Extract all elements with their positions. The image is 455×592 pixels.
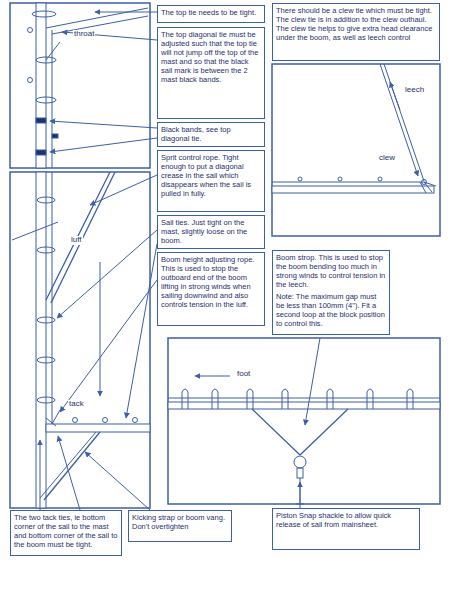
part-label: clew (378, 154, 396, 163)
callout-box: Sail ties. Just tight on the mast, sligh… (157, 215, 265, 249)
callout-text: Boom height adjusting rope. This is used… (161, 255, 261, 309)
callout-text: Boom strop. This is used to stop the boo… (276, 253, 386, 289)
callout-box: The top tie needs to be tight. (157, 5, 265, 23)
tie-loop (327, 389, 333, 409)
part-label: throat (73, 30, 95, 39)
callout-text: Note: The maximum gap must be less than … (276, 292, 386, 328)
boom-ties (182, 389, 413, 409)
tie-loop (182, 389, 188, 409)
tie-loop (282, 389, 288, 409)
tie-loop (247, 389, 253, 409)
callout-text: Sail ties. Just tight on the mast, sligh… (161, 218, 261, 245)
tie-loop (212, 389, 218, 409)
part-label: leech (404, 86, 425, 95)
callout-box: Black bands, see top diagonal tie. (157, 122, 265, 147)
callout-box: There should be a clew tie which must be… (272, 3, 440, 61)
callout-box: Sprit control rope. Tight enough to put … (157, 150, 265, 212)
callout-box: Piston Snap shackle to allow quick relea… (272, 508, 420, 550)
callout-box: The two tack ties, ie bottom corner of t… (10, 510, 122, 556)
callout-box: Boom height adjusting rope. This is used… (157, 252, 265, 326)
part-label: foot (236, 370, 251, 379)
part-label: luff (70, 236, 83, 245)
callout-text: The top tie needs to be tight. (161, 8, 261, 17)
callout-text: Piston Snap shackle to allow quick relea… (276, 511, 416, 529)
part-label: tack (68, 400, 85, 409)
callout-text: The two tack ties, ie bottom corner of t… (14, 513, 118, 549)
callout-text: Black bands, see top diagonal tie. (161, 125, 261, 143)
mast-and-boom (12, 172, 150, 508)
callout-box: The top diagonal tie must be adjusted su… (157, 27, 265, 119)
leader-lines (40, 12, 418, 510)
callout-text: There should be a clew tie which must be… (276, 6, 436, 42)
panel-frames (10, 3, 440, 508)
callout-text: Kicking strap or boom vang. Don't overti… (132, 513, 228, 531)
tie-loop (407, 389, 413, 409)
boom-strop-detail (168, 376, 440, 504)
callout-text: The top diagonal tie must be adjusted su… (161, 30, 261, 84)
callout-box: Boom strop. This is used to stop the boo… (272, 250, 390, 335)
mast-top (28, 3, 149, 168)
callout-text: Sprit control rope. Tight enough to put … (161, 153, 261, 198)
callout-box: Kicking strap or boom vang. Don't overti… (128, 510, 232, 542)
clew-detail (272, 64, 436, 193)
tie-loop (367, 389, 373, 409)
